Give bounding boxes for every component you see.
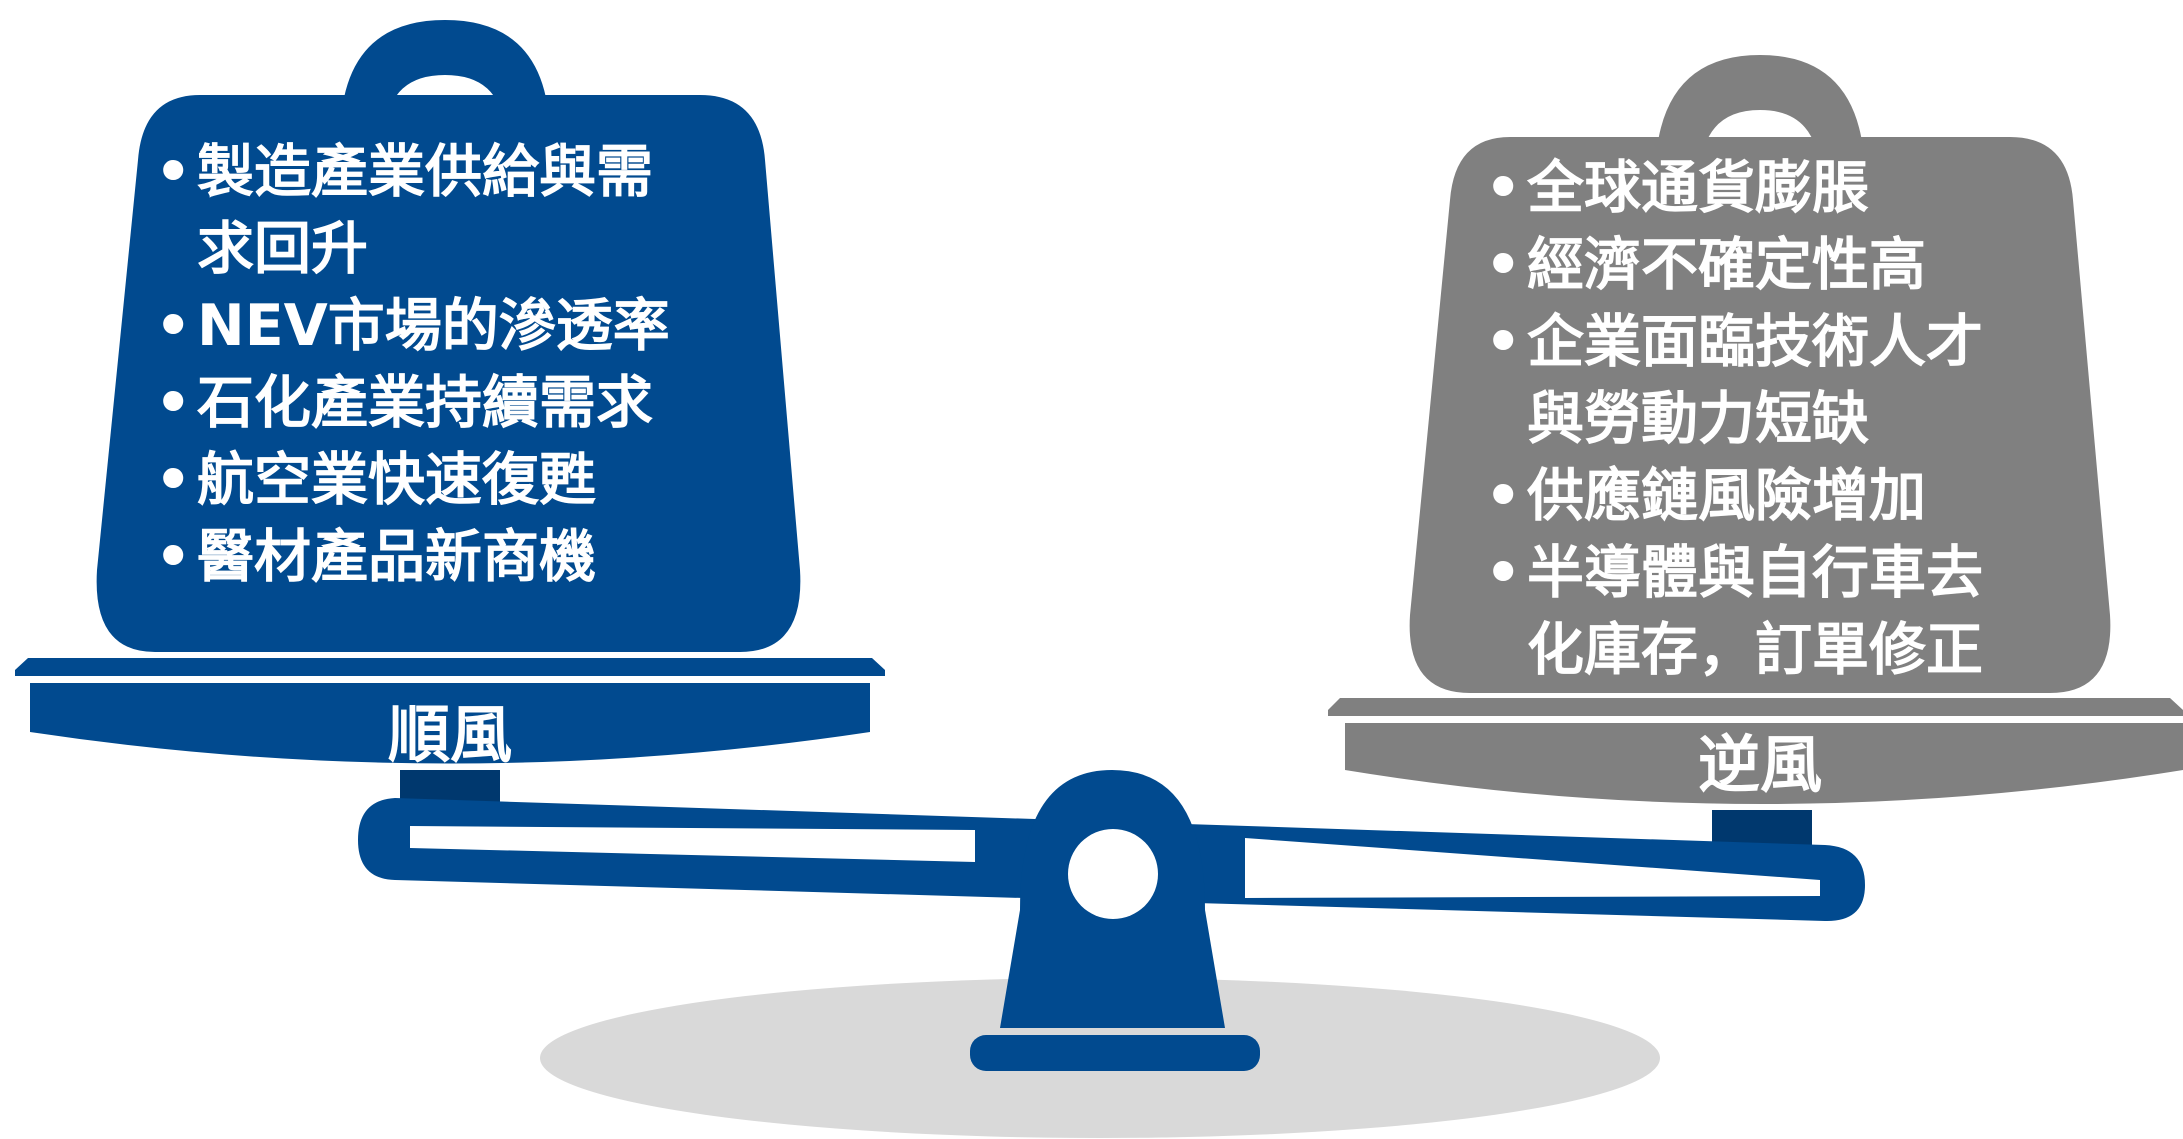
right-pan-bowl <box>1345 723 2183 804</box>
tailwind-item: 石化產業持續需求 <box>155 365 755 442</box>
tailwind-list: 製造產業供給與需 求回升 NEV市場的滲透率 石化產業持續需求 航空業快速復甦 … <box>155 134 755 596</box>
left-weight-handle <box>340 20 550 140</box>
pivot-base <box>970 1035 1260 1071</box>
headwind-item: 半導體與自行車去 化庫存，訂單修正 <box>1485 535 2055 689</box>
tailwind-item: 製造產業供給與需 求回升 <box>155 134 755 288</box>
left-pan <box>15 658 885 764</box>
right-pan <box>1328 698 2183 804</box>
beam-slot-left <box>410 826 975 862</box>
headwind-label: 逆風 <box>1697 728 1822 801</box>
pivot-hole <box>1068 829 1158 919</box>
headwind-item: 全球通貨膨脹 <box>1485 150 2055 227</box>
seesaw-icon <box>358 770 1865 1071</box>
left-pan-rim <box>15 658 885 676</box>
tailwind-item: 醫材產品新商機 <box>155 519 755 596</box>
left-pan-bowl <box>30 683 870 764</box>
tailwind-item: 航空業快速復甦 <box>155 442 755 519</box>
headwind-item: 經濟不確定性高 <box>1485 227 2055 304</box>
tailwind-label: 順風 <box>387 698 512 771</box>
headwind-item: 供應鏈風險增加 <box>1485 458 2055 535</box>
headwind-list: 全球通貨膨脹 經濟不確定性高 企業面臨技術人才 與勞動力短缺 供應鏈風險增加 半… <box>1485 150 2055 689</box>
right-pan-post <box>1712 810 1812 848</box>
tailwind-item: NEV市場的滲透率 <box>155 288 755 365</box>
right-pan-rim <box>1328 698 2183 716</box>
right-weight-handle <box>1655 55 1865 180</box>
headwind-item: 企業面臨技術人才 與勞動力短缺 <box>1485 304 2055 458</box>
beam-slot-right <box>1245 838 1820 898</box>
